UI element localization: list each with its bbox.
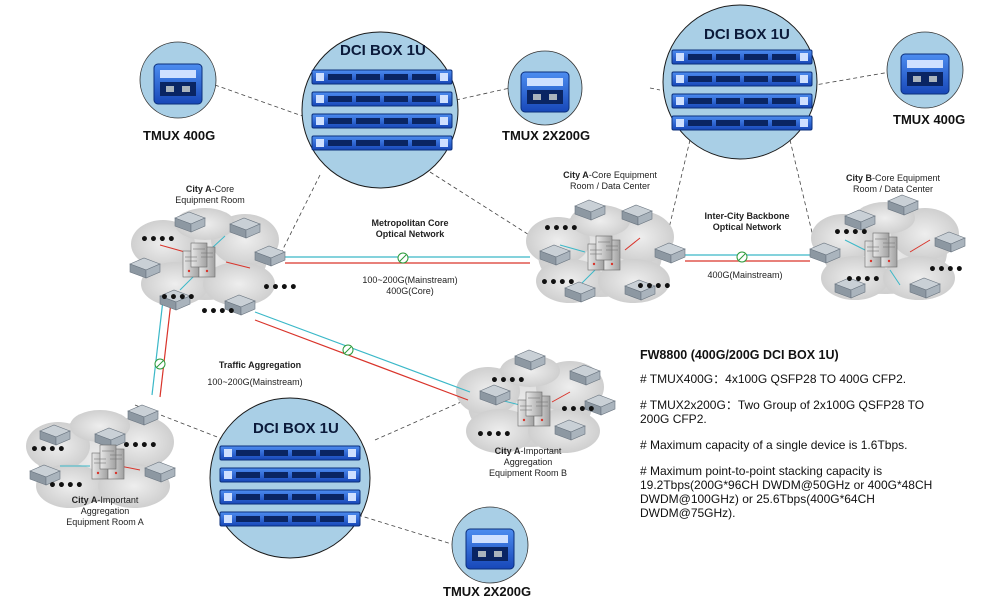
ellipsis-dots: •••• [540, 275, 576, 291]
dci-box-label-right: DCI BOX 1U [704, 26, 790, 43]
ellipsis-dots: •••• [160, 290, 196, 306]
ellipsis-dots: •••• [200, 304, 236, 320]
node-label-city-b-dc: City B-Core Equipment Room / Data Center [845, 173, 941, 194]
dci-box-label-top: DCI BOX 1U [340, 42, 426, 59]
tmux-2x200g-label-top: TMUX 2X200G [502, 128, 591, 143]
ellipsis-dots: •••• [543, 221, 579, 237]
ellipsis-dots: •••• [928, 262, 964, 278]
traffic-aggregation-capacity: 100~200G(Mainstream) [207, 377, 303, 387]
dci-box-label-bottom: DCI BOX 1U [253, 420, 339, 437]
tmux-400g-label-left: TMUX 400G [143, 128, 216, 143]
info-tmux400g: # TMUX400G：4x100G QSFP28 TO 400G CFP2. [640, 372, 907, 386]
tmux-module-icon [153, 63, 203, 105]
tmux-module-icon [900, 53, 950, 95]
tmux-2x200g-label-bottom: TMUX 2X200G [443, 584, 532, 599]
ellipsis-dots: •••• [833, 225, 869, 241]
metro-network-capacity: 100~200G(Mainstream)400G(Core) [362, 275, 458, 296]
node-label-city-a-agg-b: City A-Important Aggregation Equipment R… [488, 446, 568, 478]
ellipsis-dots: •••• [845, 272, 881, 288]
tmux-module-icon [520, 71, 570, 113]
tmux-module-icon [465, 528, 515, 570]
ellipsis-dots: •••• [262, 280, 298, 296]
ellipsis-dots: •••• [636, 279, 672, 295]
traffic-aggregation-title: Traffic Aggregation [218, 360, 302, 370]
product-heading: FW8800 (400G/200G DCI BOX 1U) [640, 348, 839, 362]
info-capacity-stacking: # Maximum point-to-point stacking capaci… [640, 464, 933, 520]
ellipsis-dots: •••• [490, 373, 526, 389]
ellipsis-dots: •••• [48, 478, 84, 494]
ellipsis-dots: •••• [476, 427, 512, 443]
tmux-400g-label-right: TMUX 400G [893, 112, 966, 127]
node-label-city-a-core: City A-Core Equipment Room [175, 184, 245, 205]
product-info-panel: FW8800 (400G/200G DCI BOX 1U) # TMUX400G… [640, 348, 940, 532]
node-label-city-a-agg-a: City A-Important Aggregation Equipment R… [66, 495, 144, 527]
info-tmux2x200g: # TMUX2x200G：Two Group of 2x100G QSFP28 … [640, 398, 925, 426]
node-label-city-a-dc: City A-Core Equipment Room / Data Center [563, 170, 657, 191]
ellipsis-dots: •••• [560, 402, 596, 418]
intercity-network-capacity: 400G(Mainstream) [707, 270, 783, 280]
ellipsis-dots: •••• [122, 438, 158, 454]
info-capacity-single: # Maximum capacity of a single device is… [640, 438, 908, 452]
ellipsis-dots: •••• [140, 232, 176, 248]
link-markers [154, 251, 748, 370]
ellipsis-dots: •••• [30, 442, 66, 458]
